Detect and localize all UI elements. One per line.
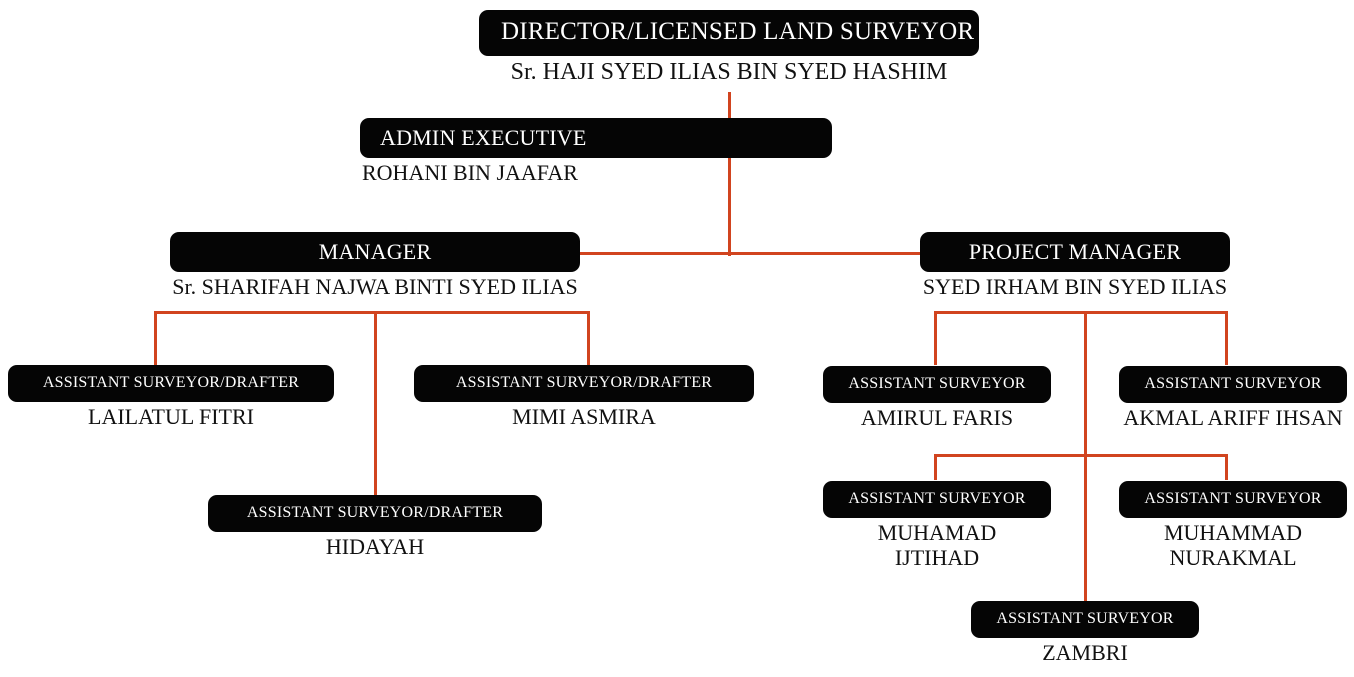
node-muhammad-nurakmal-title: ASSISTANT SURVEYOR [1119,481,1347,519]
connector-right-branch-2-stem-left [934,454,937,480]
connector-right-branch-bar [934,311,1228,314]
node-mimi-asmira[interactable]: ASSISTANT SURVEYOR/DRAFTER MIMI ASMIRA [414,365,754,430]
node-project-manager-person: SYED IRHAM BIN SYED ILIAS [922,274,1228,300]
node-akmal-ariff-ihsan-title: ASSISTANT SURVEYOR [1119,366,1347,404]
node-admin-executive-person: ROHANI BIN JAAFAR [362,160,578,186]
connector-manager-row [428,252,962,255]
connector-director-trunk [728,92,731,256]
node-hidayah-title: ASSISTANT SURVEYOR/DRAFTER [208,495,542,533]
connector-left-branch-stem-center [374,311,377,499]
connector-left-branch-stem-left [154,311,157,365]
node-hidayah[interactable]: ASSISTANT SURVEYOR/DRAFTER HIDAYAH [208,495,542,560]
node-muhamad-ijtihad[interactable]: ASSISTANT SURVEYOR MUHAMAD IJTIHAD [823,481,1051,571]
node-amirul-faris[interactable]: ASSISTANT SURVEYOR AMIRUL FARIS [823,366,1051,431]
node-director-person: Sr. HAJI SYED ILIAS BIN SYED HASHIM [510,58,948,85]
node-muhammad-nurakmal-person: MUHAMMAD NURAKMAL [1163,520,1303,571]
node-director-title: DIRECTOR/LICENSED LAND SURVEYOR [479,10,979,56]
node-project-manager[interactable]: PROJECT MANAGER SYED IRHAM BIN SYED ILIA… [920,232,1230,300]
node-akmal-ariff-ihsan[interactable]: ASSISTANT SURVEYOR AKMAL ARIFF IHSAN [1119,366,1347,431]
node-project-manager-title: PROJECT MANAGER [920,232,1230,273]
node-akmal-ariff-ihsan-person: AKMAL ARIFF IHSAN [1123,405,1343,431]
connector-right-branch-bar-2 [934,454,1228,457]
connector-right-branch-stem-right [1225,311,1228,365]
connector-left-branch-bar [154,311,590,314]
node-mimi-asmira-person: MIMI ASMIRA [512,404,656,430]
node-muhammad-nurakmal[interactable]: ASSISTANT SURVEYOR MUHAMMAD NURAKMAL [1119,481,1347,571]
node-zambri-person: ZAMBRI [1042,640,1128,666]
node-zambri[interactable]: ASSISTANT SURVEYOR ZAMBRI [971,601,1199,666]
node-amirul-faris-title: ASSISTANT SURVEYOR [823,366,1051,404]
node-mimi-asmira-title: ASSISTANT SURVEYOR/DRAFTER [414,365,754,403]
node-manager[interactable]: MANAGER Sr. SHARIFAH NAJWA BINTI SYED IL… [170,232,580,300]
node-hidayah-person: HIDAYAH [325,534,425,560]
node-manager-title: MANAGER [170,232,580,273]
connector-left-branch-stem-right [587,311,590,365]
node-lailatul-fitri-title: ASSISTANT SURVEYOR/DRAFTER [8,365,334,403]
connector-right-branch-2-stem-right [1225,454,1228,480]
node-muhamad-ijtihad-title: ASSISTANT SURVEYOR [823,481,1051,519]
node-director[interactable]: DIRECTOR/LICENSED LAND SURVEYOR Sr. HAJI… [479,10,979,86]
node-admin-executive[interactable]: ADMIN EXECUTIVE ROHANI BIN JAAFAR [340,118,832,186]
node-admin-executive-title: ADMIN EXECUTIVE [360,118,832,159]
node-lailatul-fitri-person: LAILATUL FITRI [88,404,254,430]
node-lailatul-fitri[interactable]: ASSISTANT SURVEYOR/DRAFTER LAILATUL FITR… [8,365,334,430]
node-manager-person: Sr. SHARIFAH NAJWA BINTI SYED ILIAS [172,274,578,300]
node-zambri-title: ASSISTANT SURVEYOR [971,601,1199,639]
node-muhamad-ijtihad-person: MUHAMAD IJTIHAD [877,520,997,571]
connector-right-branch-stem-left [934,311,937,365]
node-amirul-faris-person: AMIRUL FARIS [860,405,1014,431]
